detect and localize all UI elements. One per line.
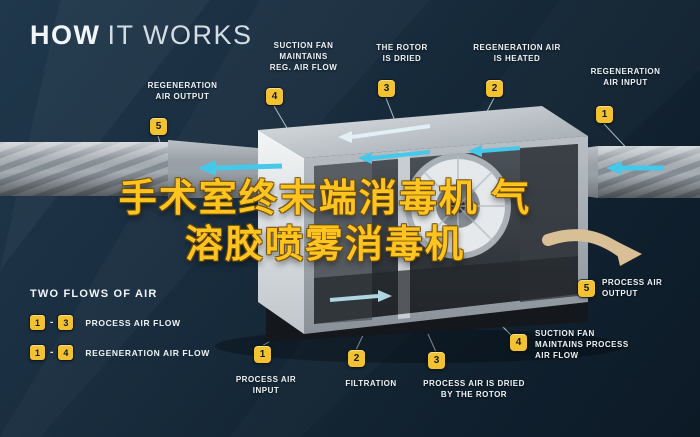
callout-label-reg-air-output: REGENERATION AIR OUTPUT <box>147 81 218 102</box>
number-badge-5-process-output: 5 <box>578 280 595 297</box>
legend-badge-4: 4 <box>58 345 74 360</box>
legend-separator: - <box>50 317 54 328</box>
title-how: HOW <box>30 20 101 50</box>
callout-label-process-air-output: PROCESS AIR OUTPUT <box>602 278 663 299</box>
number-badge-3-process-dried: 3 <box>428 352 445 369</box>
overlay-line-2: 溶胶喷雾消毒机 <box>184 224 465 267</box>
number-badge-2-heated: 2 <box>486 80 503 97</box>
process-output-ribbon <box>542 229 642 266</box>
legend-label-process: PROCESS AIR FLOW <box>85 317 181 328</box>
legend-row-process: 1 - 3 PROCESS AIR FLOW <box>30 315 181 330</box>
airflow-arrows <box>198 124 664 302</box>
callout-label-rotor-dried: THE ROTOR IS DRIED <box>376 43 428 64</box>
callout-label-filtration: FILTRATION <box>345 379 397 388</box>
rotor <box>405 153 511 259</box>
callout-label-suction-fan-process: SUCTION FAN MAINTAINS PROCESS AIR FLOW <box>535 329 629 361</box>
number-badge-4-process: 4 <box>510 334 527 351</box>
legend-label-regeneration: REGENERATION AIR FLOW <box>85 347 210 358</box>
number-badge-1-reg-input: 1 <box>596 106 613 123</box>
legend-heading: TWO FLOWS OF AIR <box>30 288 158 300</box>
callout-label-reg-air-input: REGENERATION AIR INPUT <box>590 67 661 88</box>
legend-badge-3: 3 <box>58 315 74 330</box>
callout-label-process-air-dried: PROCESS AIR IS DRIED BY THE ROTOR <box>423 379 525 400</box>
callout-label-suction-fan-reg: SUCTION FAN MAINTAINS REG. AIR FLOW <box>269 41 338 73</box>
callout-label-process-air-input: PROCESS AIR INPUT <box>235 375 297 396</box>
callout-label-reg-air-heated: REGENERATION AIR IS HEATED <box>473 43 561 64</box>
left-duct <box>0 140 258 198</box>
number-badge-5-reg-output: 5 <box>150 118 167 135</box>
number-badge-1-process-input: 1 <box>254 346 271 363</box>
number-badge-3-rotor: 3 <box>378 80 395 97</box>
number-badge-2-filtration: 2 <box>348 350 365 367</box>
overlay-chinese-title: 手术室终末端消毒机 气 溶胶喷雾消毒机 <box>70 176 580 269</box>
legend-separator-2: - <box>50 347 54 358</box>
overlay-line-1: 手术室终末端消毒机 气 <box>118 178 532 220</box>
legend-badge-1b: 1 <box>30 345 45 360</box>
machine-body <box>258 106 588 342</box>
legend-row-regeneration: 1 - 4 REGENERATION AIR FLOW <box>30 345 210 360</box>
number-badge-4-reg: 4 <box>266 88 283 105</box>
legend-badge-1: 1 <box>30 315 45 330</box>
title-it-works: IT WORKS <box>107 20 253 50</box>
